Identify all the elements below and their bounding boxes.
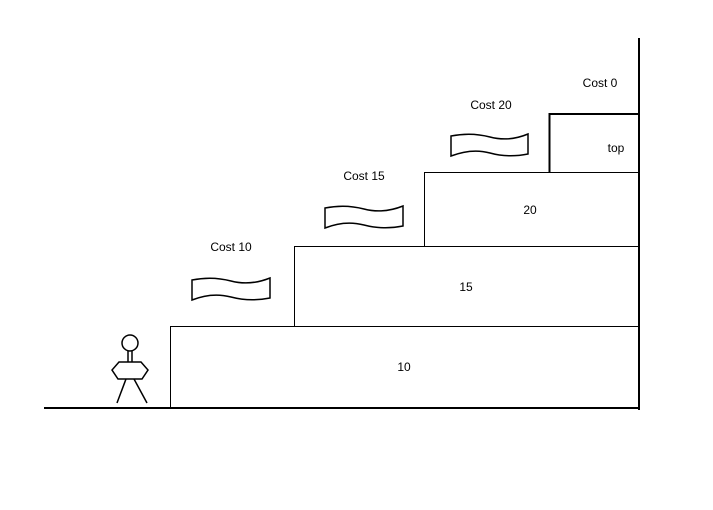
cost-label-1: Cost 10	[210, 240, 252, 254]
step-label-1: 10	[397, 360, 411, 374]
step-box-top	[548, 113, 640, 172]
step-box-3	[424, 172, 639, 247]
cost-label-3: Cost 20	[470, 98, 512, 112]
banknote-icon	[191, 276, 271, 302]
step-label-3: 20	[523, 203, 537, 217]
cost-label-2: Cost 15	[343, 169, 385, 183]
cost-label-top: Cost 0	[582, 76, 618, 90]
banknote-icon	[450, 132, 529, 158]
banknote-icon	[324, 204, 404, 230]
step-label-2: 15	[459, 280, 473, 294]
stick-figure-icon	[111, 334, 149, 404]
step-label-top: top	[607, 141, 625, 155]
